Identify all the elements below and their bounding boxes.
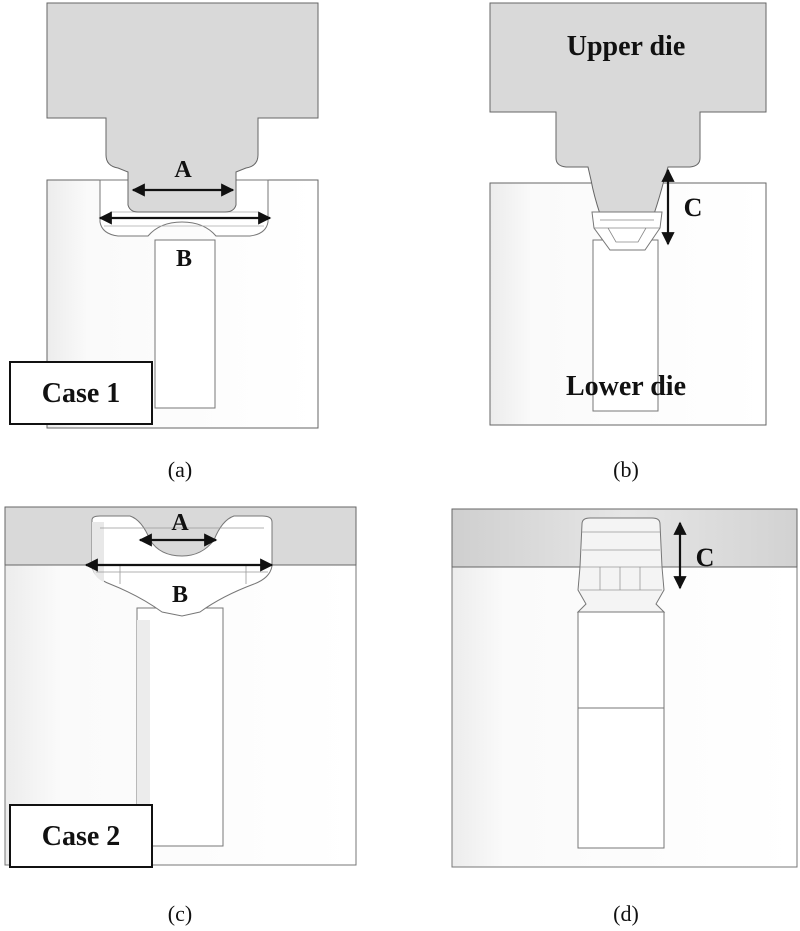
panel-c: A B Case 2 (c) (4, 506, 357, 926)
workpiece-head-lines (580, 531, 662, 591)
panel-a: A B Case 1 (a) (9, 2, 319, 482)
workpiece-head (576, 517, 666, 613)
case-label: Case 1 (42, 378, 121, 409)
workpiece-head-lines (96, 527, 268, 584)
channel-shading (137, 620, 150, 846)
case-label: Case 2 (42, 821, 121, 852)
panel-caption: (d) (613, 901, 639, 926)
workpiece-facets (594, 219, 660, 243)
dimension-a-label: A (171, 510, 189, 536)
dimension-c-label: C (696, 543, 715, 572)
dimension-a-label: A (174, 157, 192, 183)
panel-b: C Upper die Lower die (b) (489, 2, 767, 482)
panel-d: C (d) (451, 508, 798, 926)
dimension-c-label: C (684, 193, 703, 222)
dimension-b-label: B (172, 582, 188, 608)
panel-caption: (a) (168, 457, 192, 482)
panel-caption: (c) (168, 901, 192, 926)
upper-die-label: Upper die (567, 31, 686, 62)
panel-caption: (b) (613, 457, 639, 482)
case-label-box (9, 361, 153, 425)
case-label-box (9, 804, 153, 868)
dimension-b-label: B (176, 246, 192, 272)
die-channel (154, 239, 216, 409)
workpiece-stem (577, 611, 665, 849)
lower-die-label: Lower die (566, 371, 686, 402)
